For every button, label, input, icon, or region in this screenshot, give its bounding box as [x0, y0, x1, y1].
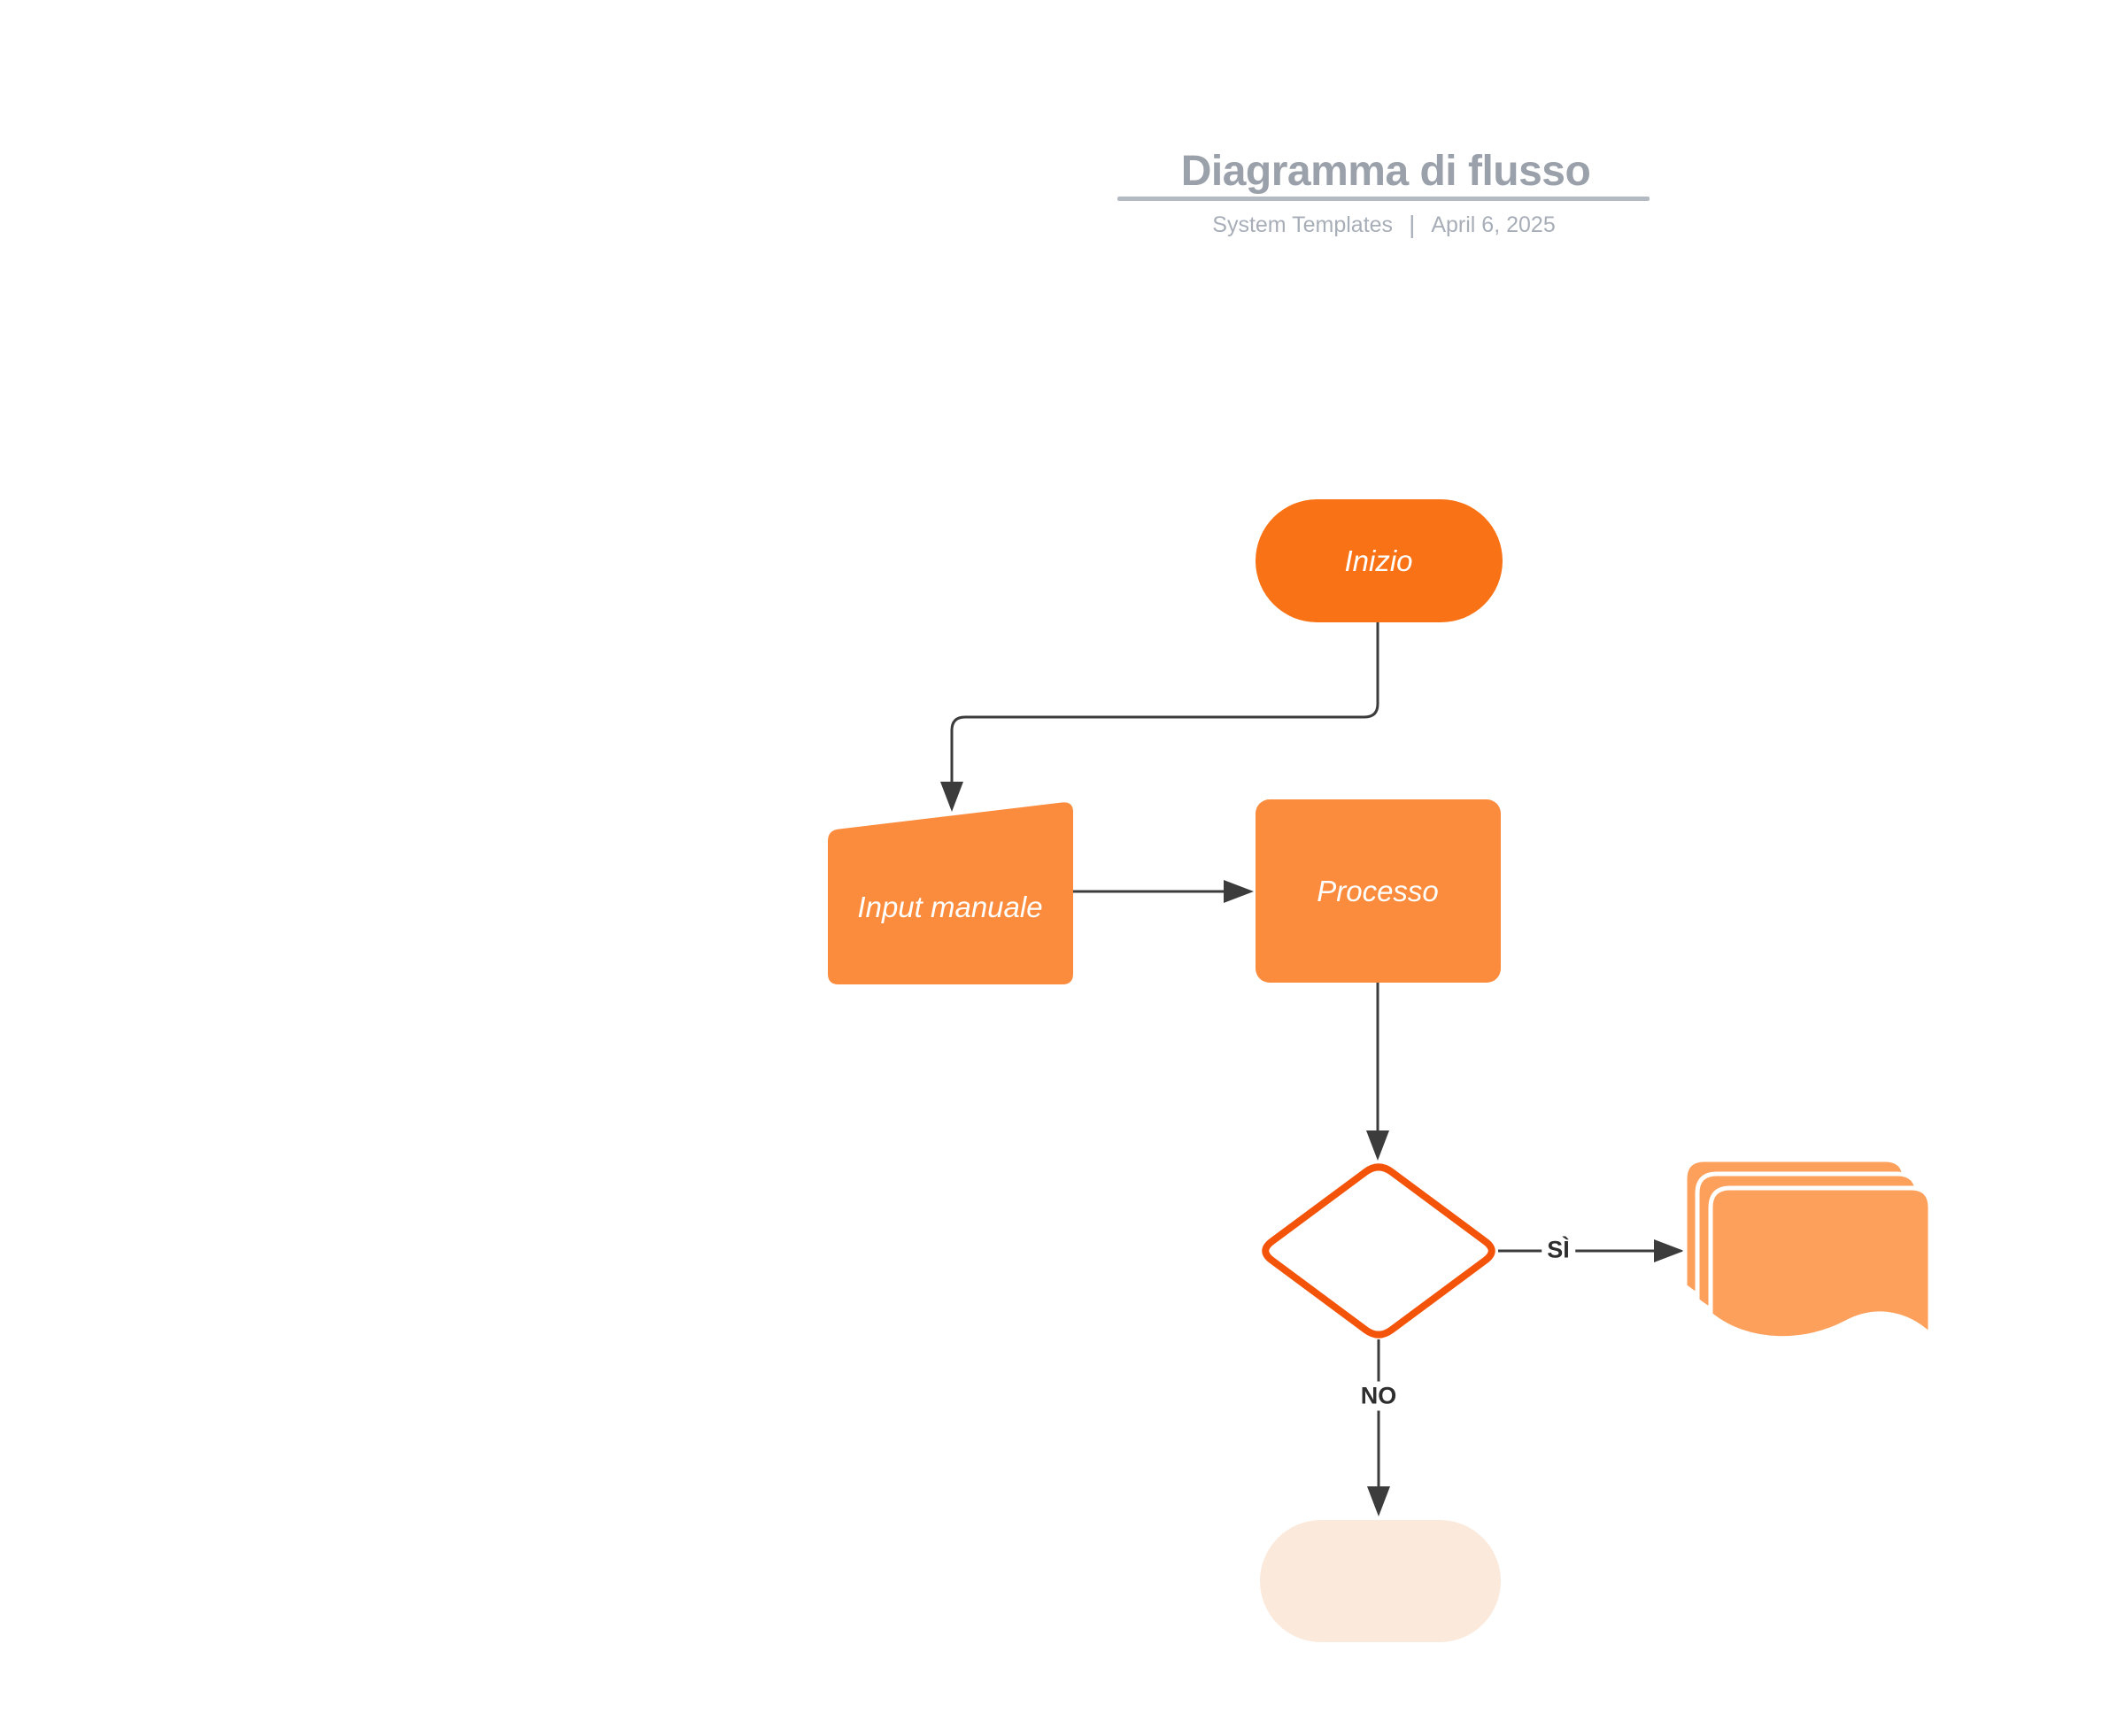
edge-start-to-input[interactable] — [940, 622, 1379, 812]
node-decision[interactable] — [1262, 1163, 1495, 1339]
subtitle-date: April 6, 2025 — [1431, 212, 1556, 237]
node-start[interactable] — [1256, 499, 1503, 622]
node-end[interactable] — [1260, 1520, 1501, 1642]
subtitle-author: System Templates — [1212, 212, 1394, 237]
title-underline — [1117, 197, 1650, 201]
edge-input-to-process[interactable] — [1073, 880, 1254, 903]
edge-process-to-decision[interactable] — [1366, 983, 1389, 1161]
node-documents[interactable] — [1682, 1157, 1933, 1341]
arrowhead-icon — [1224, 880, 1254, 903]
arrowhead-icon — [940, 782, 963, 812]
node-manual-input[interactable] — [828, 802, 1073, 984]
document-front-icon — [1708, 1185, 1933, 1341]
subtitle: System Templates | April 6, 2025 — [1212, 211, 1555, 239]
edge-decision-no[interactable] — [1367, 1339, 1390, 1516]
arrowhead-icon — [1654, 1239, 1684, 1262]
arrowhead-icon — [1367, 1486, 1390, 1516]
node-process[interactable] — [1256, 799, 1501, 983]
edge-label-yes[interactable]: SÌ — [1542, 1235, 1575, 1265]
subtitle-separator: | — [1409, 211, 1416, 238]
edge-label-no[interactable]: NO — [1355, 1381, 1402, 1411]
arrowhead-icon — [1366, 1130, 1389, 1161]
page-title: Diagramma di flusso — [1180, 148, 1591, 195]
edge-decision-yes[interactable] — [1498, 1239, 1684, 1262]
